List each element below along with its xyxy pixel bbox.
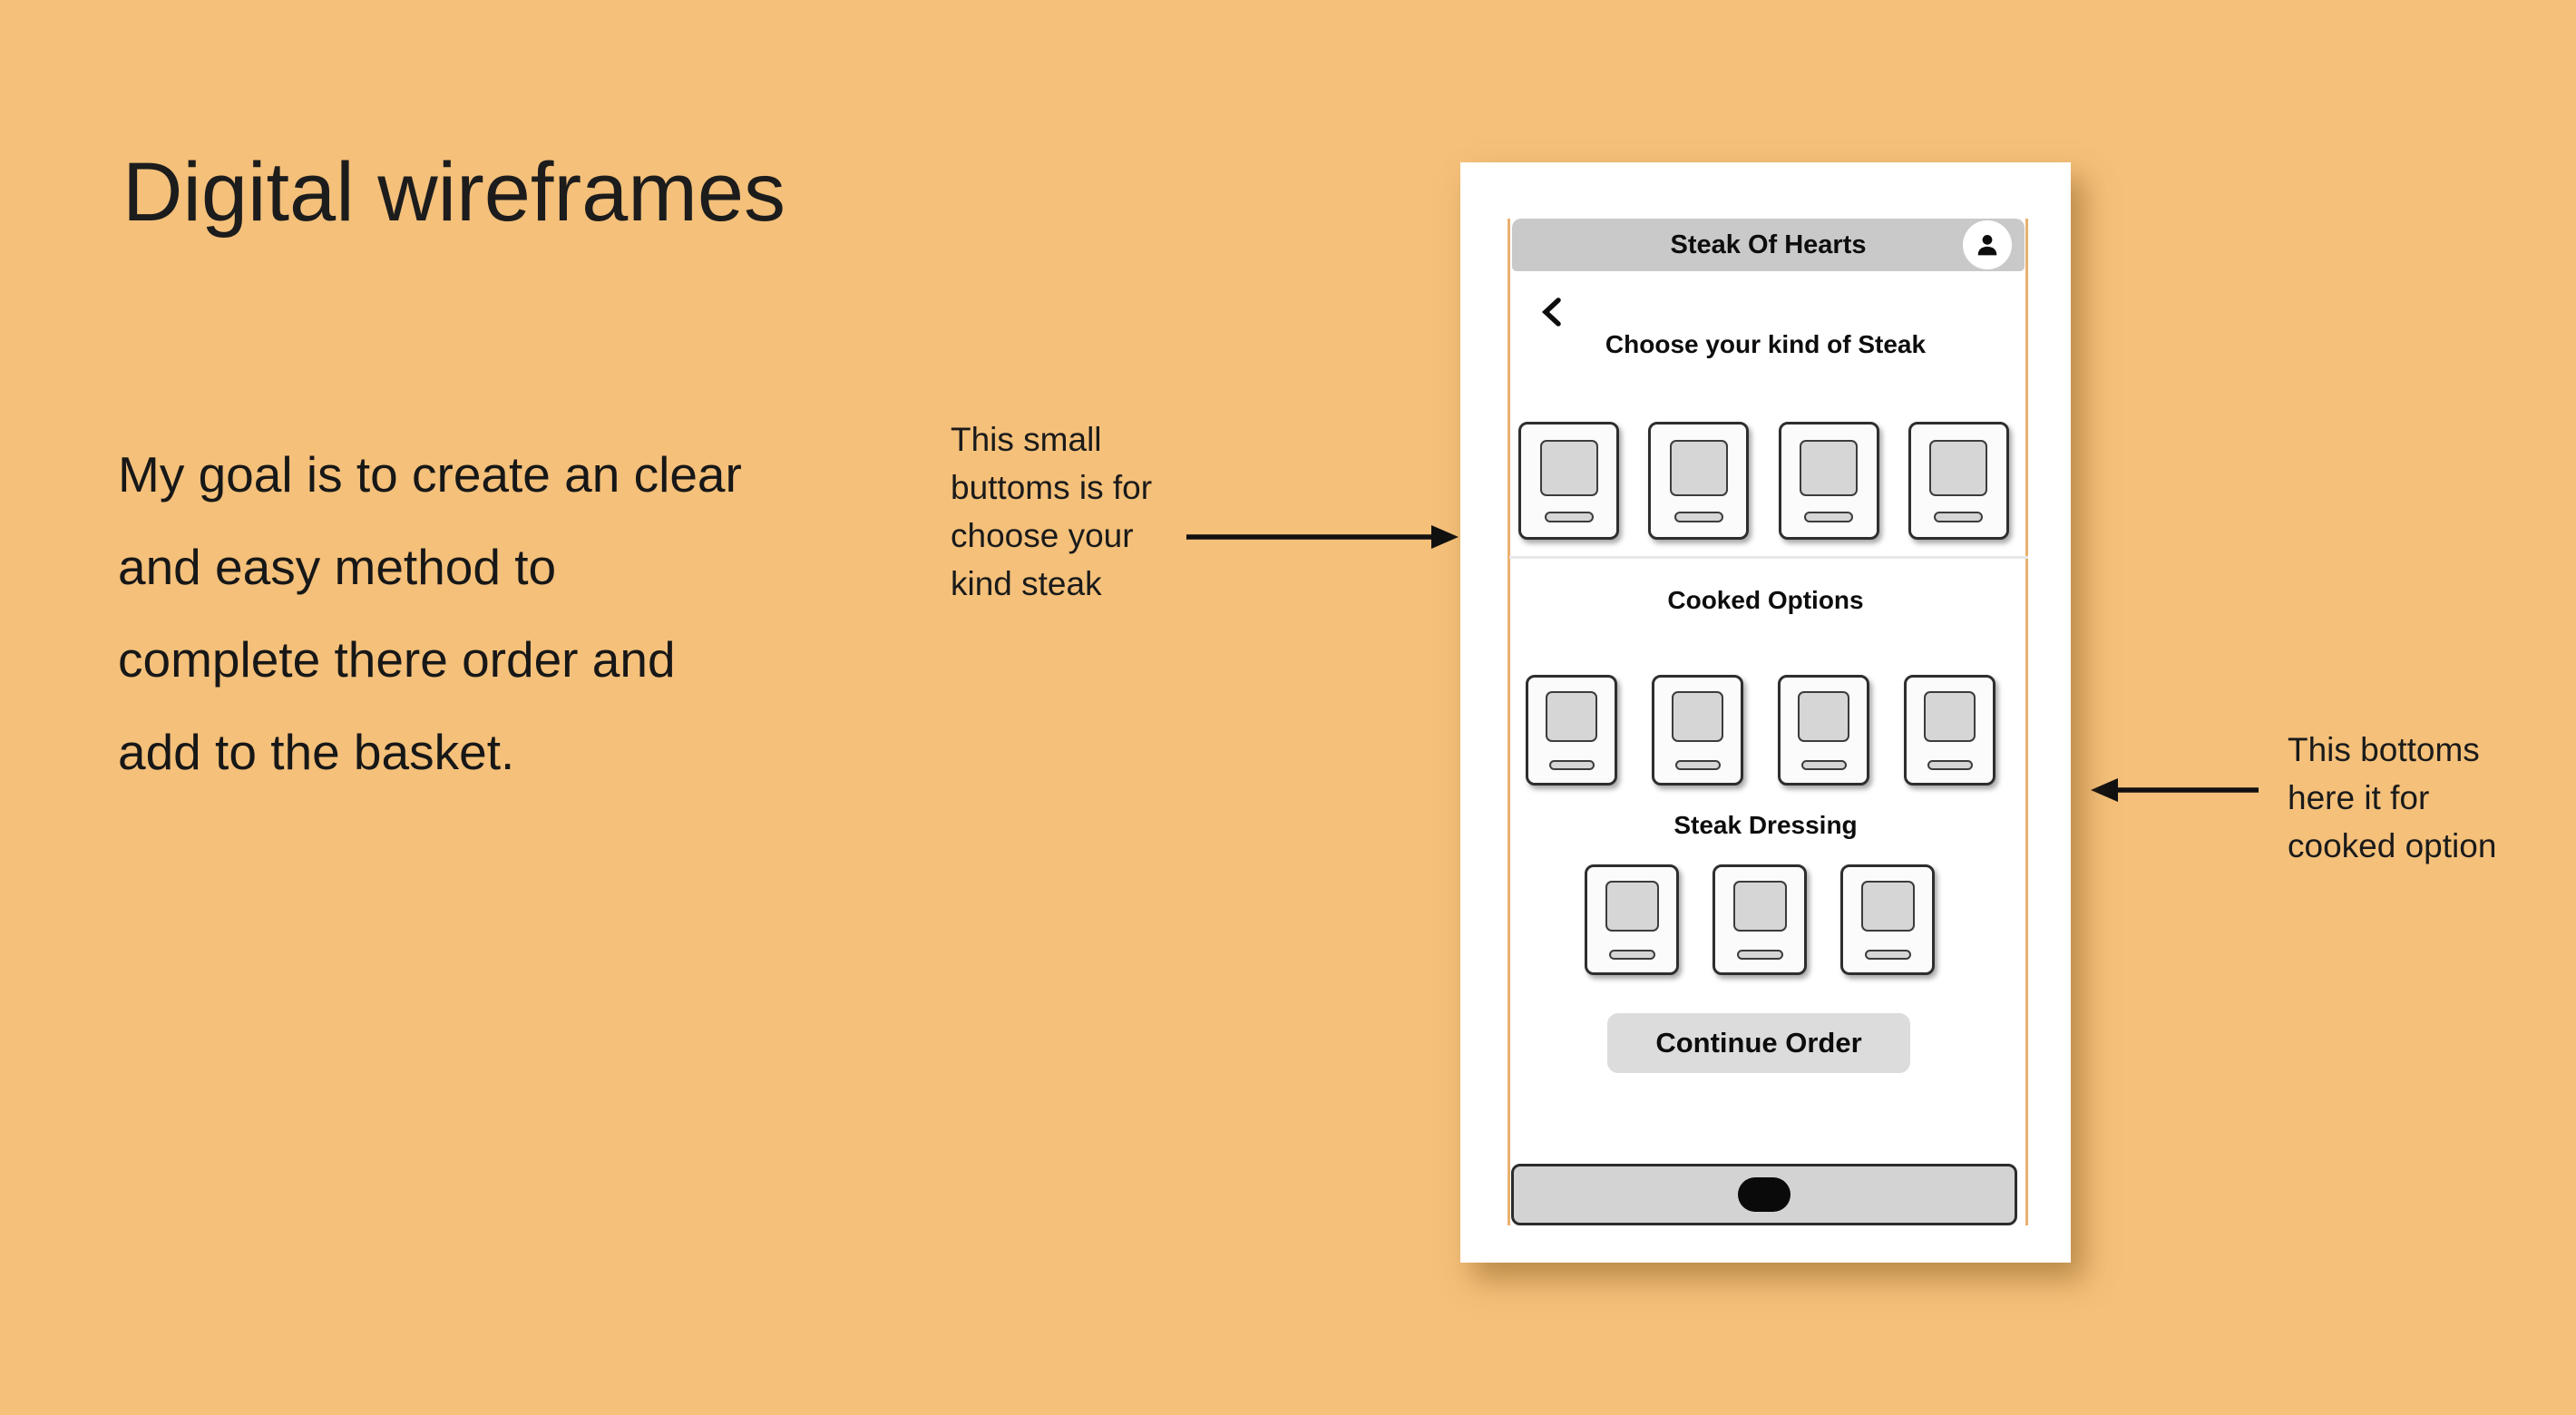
steak-option-button[interactable]: [1908, 422, 2009, 540]
section-heading-dressing: Steak Dressing: [1673, 811, 1858, 839]
person-icon: [1977, 235, 1997, 256]
image-placeholder: [1546, 691, 1597, 742]
section-heading-cooked: Cooked Options: [1667, 586, 1864, 614]
image-placeholder: [1800, 440, 1859, 496]
image-placeholder: [1539, 440, 1598, 496]
page-title: Digital wireframes: [122, 146, 786, 239]
section-heading-steak: Choose your kind of Steak: [1605, 330, 1927, 358]
label-placeholder: [1864, 950, 1911, 960]
image-placeholder: [1929, 440, 1988, 496]
steak-option-button[interactable]: [1518, 422, 1619, 540]
back-button[interactable]: [1538, 297, 1567, 327]
home-indicator-pill[interactable]: [1738, 1177, 1791, 1212]
chevron-left-icon: [1541, 298, 1561, 327]
dressing-option-button[interactable]: [1585, 864, 1679, 975]
annotation-line: This small: [951, 421, 1102, 458]
arrow-right-icon: [1186, 525, 1459, 549]
image-placeholder: [1605, 881, 1659, 932]
dressing-option-button[interactable]: [1840, 864, 1935, 975]
dressing-options-row: [1585, 864, 1935, 975]
bottom-nav-bar[interactable]: [1511, 1164, 2017, 1225]
cooked-option-button[interactable]: [1526, 675, 1617, 786]
label-placeholder: [1800, 760, 1847, 770]
steak-option-button[interactable]: [1648, 422, 1750, 540]
label-placeholder: [1608, 950, 1655, 960]
screen-border-right: [2025, 219, 2028, 1225]
label-placeholder: [1804, 512, 1854, 522]
annotation-line: kind steak: [951, 565, 1102, 602]
app-title: Steak Of Hearts: [1670, 230, 1867, 259]
app-header: Steak Of Hearts: [1512, 219, 2025, 271]
annotation-line: buttoms is for: [951, 469, 1153, 506]
annotation-steak-buttons: This small buttoms is for choose your ki…: [951, 415, 1152, 608]
goal-line: complete there order and: [118, 631, 676, 688]
section-divider: [1509, 556, 2028, 559]
image-placeholder: [1669, 440, 1728, 496]
continue-order-button[interactable]: Continue Order: [1607, 1013, 1910, 1073]
annotation-cooked-option: This bottoms here it for cooked option: [2288, 726, 2496, 870]
label-placeholder: [1934, 512, 1984, 522]
goal-line: My goal is to create an clear: [118, 446, 742, 503]
goal-paragraph: My goal is to create an clear and easy m…: [118, 428, 742, 798]
label-placeholder: [1674, 760, 1721, 770]
label-placeholder: [1927, 760, 1973, 770]
cooked-option-button[interactable]: [1904, 675, 1995, 786]
label-placeholder: [1548, 760, 1595, 770]
annotation-line: choose your: [951, 517, 1134, 554]
screen-border-left: [1508, 219, 1510, 1225]
image-placeholder: [1798, 691, 1849, 742]
label-placeholder: [1736, 950, 1783, 960]
label-placeholder: [1673, 512, 1723, 522]
steak-option-button[interactable]: [1778, 422, 1879, 540]
image-placeholder: [1924, 691, 1976, 742]
cooked-option-button[interactable]: [1778, 675, 1869, 786]
goal-line: and easy method to: [118, 539, 557, 595]
steak-options-row: [1518, 422, 2009, 540]
image-placeholder: [1860, 881, 1915, 932]
cooked-options-row: [1526, 675, 1995, 786]
image-placeholder: [1732, 881, 1787, 932]
annotation-line: cooked option: [2288, 827, 2497, 864]
goal-line: add to the basket.: [118, 724, 515, 780]
annotation-line: This bottoms: [2288, 731, 2480, 768]
arrow-left-icon: [2091, 778, 2259, 802]
cooked-option-button[interactable]: [1652, 675, 1743, 786]
wireframe-phone-mockup: Steak Of Hearts Choose your kind of Stea…: [1460, 162, 2071, 1263]
annotation-line: here it for: [2288, 779, 2430, 816]
dressing-option-button[interactable]: [1712, 864, 1807, 975]
image-placeholder: [1672, 691, 1723, 742]
profile-button[interactable]: [1963, 220, 2012, 269]
label-placeholder: [1544, 512, 1594, 522]
